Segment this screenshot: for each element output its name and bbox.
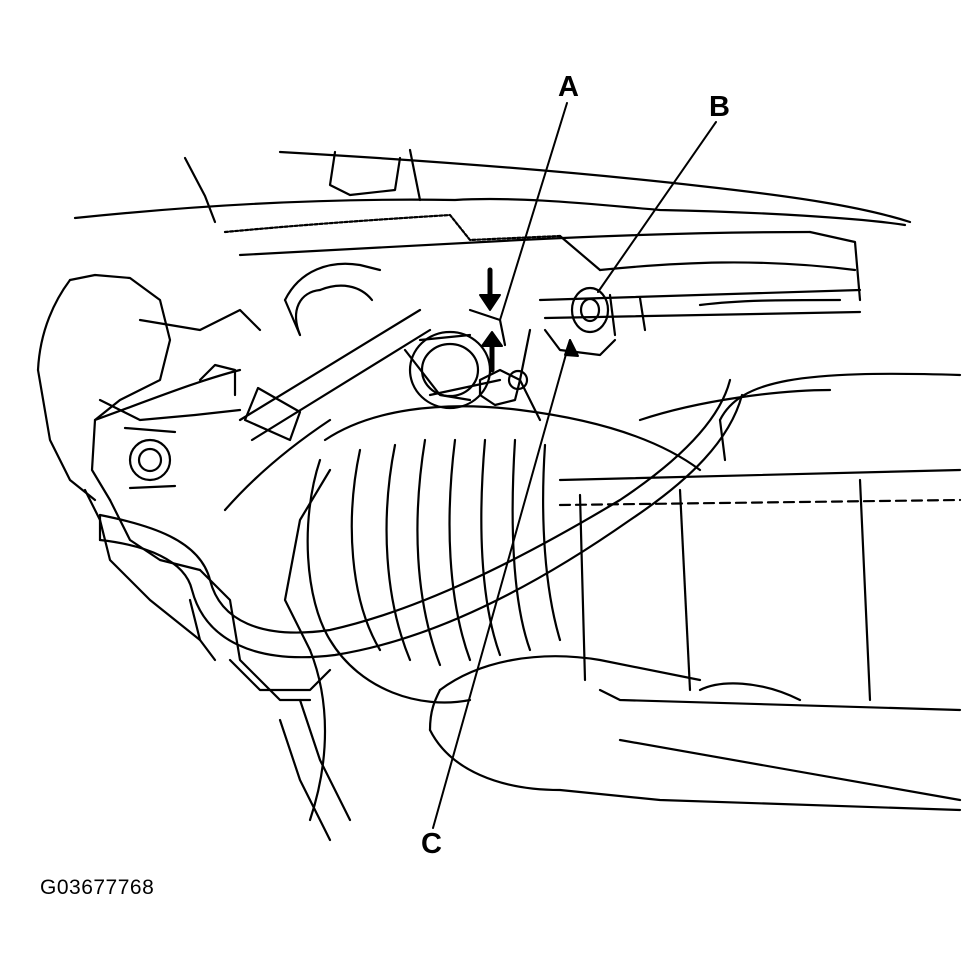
left-bracket	[36, 273, 262, 642]
figure-id-label: G03677768	[40, 876, 155, 899]
pinch-arrows	[479, 267, 503, 373]
front-hose-loop	[98, 378, 744, 659]
leader-line-b	[597, 121, 717, 293]
steering-tube	[198, 308, 432, 512]
upper-frame-panel	[73, 148, 912, 302]
leader-lines	[432, 102, 717, 829]
callout-label-c: C	[421, 828, 442, 860]
lower-pipe	[308, 648, 962, 822]
tie-rod-assembly	[478, 286, 862, 422]
callout-label-a: A	[558, 71, 579, 103]
lower-bracket	[188, 568, 352, 842]
leader-line-c	[432, 339, 571, 829]
callout-label-b: B	[709, 91, 730, 123]
gear-housing	[558, 372, 962, 802]
upper-hose	[283, 262, 382, 337]
rack-boot	[283, 405, 702, 704]
leader-line-a	[499, 102, 568, 321]
